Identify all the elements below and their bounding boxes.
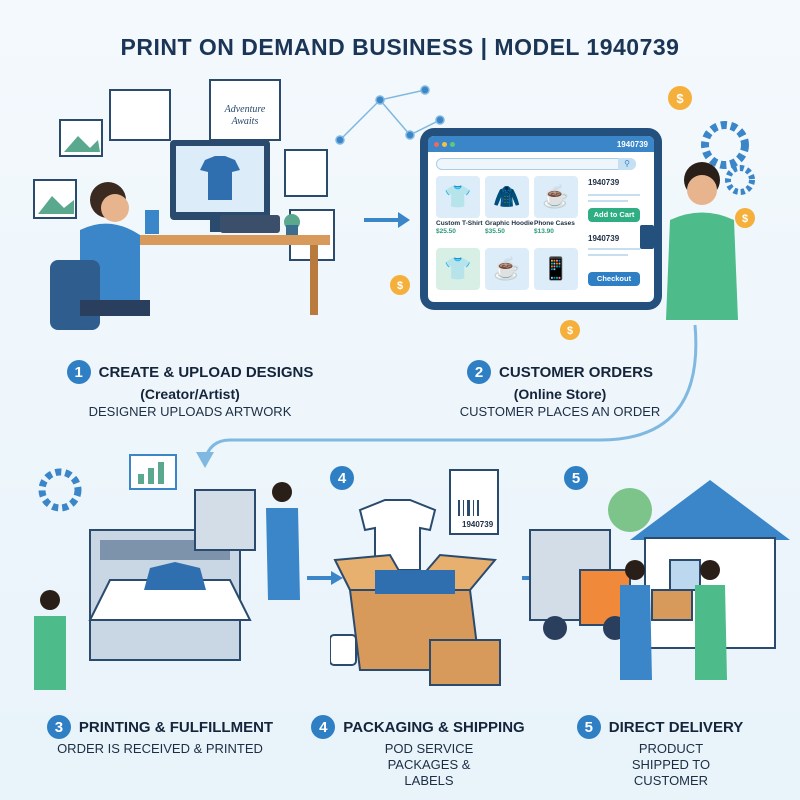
worker: [266, 508, 300, 600]
add-to-cart-button[interactable]: Add to Cart: [588, 208, 640, 222]
item-id: 1940739: [588, 178, 620, 187]
search-icon[interactable]: ⚲: [618, 158, 636, 170]
dollar-coin-icon: [735, 208, 755, 228]
arrow-right-icon: [307, 571, 343, 585]
gear-icon: [725, 165, 755, 195]
mug: [330, 634, 357, 666]
svg-text:$: $: [676, 91, 684, 106]
tablet-online-store: 1940739 ⚲ 👕 🧥 ☕ Custom T-Shirt Graphic H…: [420, 128, 662, 310]
page-title: PRINT ON DEMAND BUSINESS | MODEL 1940739: [120, 34, 680, 60]
step-4-badge: 4: [330, 466, 354, 490]
printing-illustration: [34, 454, 300, 690]
house-roof: [630, 480, 790, 540]
product-tshirt-green[interactable]: 👕: [436, 248, 480, 290]
heat-press: [194, 489, 256, 551]
designer-illustration: Adventure Awaits: [33, 79, 335, 330]
package: [651, 589, 693, 621]
store-id: 1940739: [616, 139, 648, 149]
packaging-illustration: [330, 469, 501, 686]
label-id: 1940739: [462, 520, 494, 529]
svg-text:$: $: [742, 213, 748, 225]
customer-person: [666, 212, 738, 320]
product-mug-white[interactable]: ☕: [485, 248, 529, 290]
svg-text:$: $: [397, 280, 403, 292]
product-price: $13.90: [534, 228, 554, 235]
tshirt: [358, 499, 437, 571]
item-id: 1940739: [588, 234, 620, 243]
svg-text:Adventure: Adventure: [224, 104, 266, 115]
delivery-illustration: [529, 480, 790, 680]
search-input[interactable]: [436, 158, 636, 170]
phone: [640, 225, 654, 249]
gear-icon: [701, 121, 749, 169]
coins-decoration: $ $: [390, 275, 580, 340]
product-mug[interactable]: ☕: [534, 176, 578, 218]
worker: [34, 616, 66, 690]
product-price: $25.50: [436, 228, 456, 235]
product-name: Custom T-Shirt: [436, 220, 483, 227]
product-tshirt[interactable]: 👕: [436, 176, 480, 218]
courier: [620, 585, 652, 680]
customer: [695, 585, 727, 680]
svg-text:$: $: [567, 325, 573, 337]
checkout-button[interactable]: Checkout: [588, 272, 640, 286]
product-name: Phone Cases: [534, 220, 575, 227]
product-phone-case[interactable]: 📱: [534, 248, 578, 290]
customer-illustration: $ $: [640, 86, 755, 320]
network-decoration: [335, 85, 445, 145]
gear-icon: [38, 468, 82, 512]
dollar-coin-icon: [668, 86, 692, 110]
product-name: Graphic Hoodie: [485, 220, 534, 227]
connector-arrow: [196, 324, 698, 468]
arrow-right-icon: [364, 212, 410, 228]
product-hoodie[interactable]: 🧥: [485, 176, 529, 218]
product-price: $35.50: [485, 228, 505, 235]
svg-text:Awaits: Awaits: [231, 116, 259, 127]
step-5-badge: 5: [564, 466, 588, 490]
design-card: [109, 89, 171, 141]
